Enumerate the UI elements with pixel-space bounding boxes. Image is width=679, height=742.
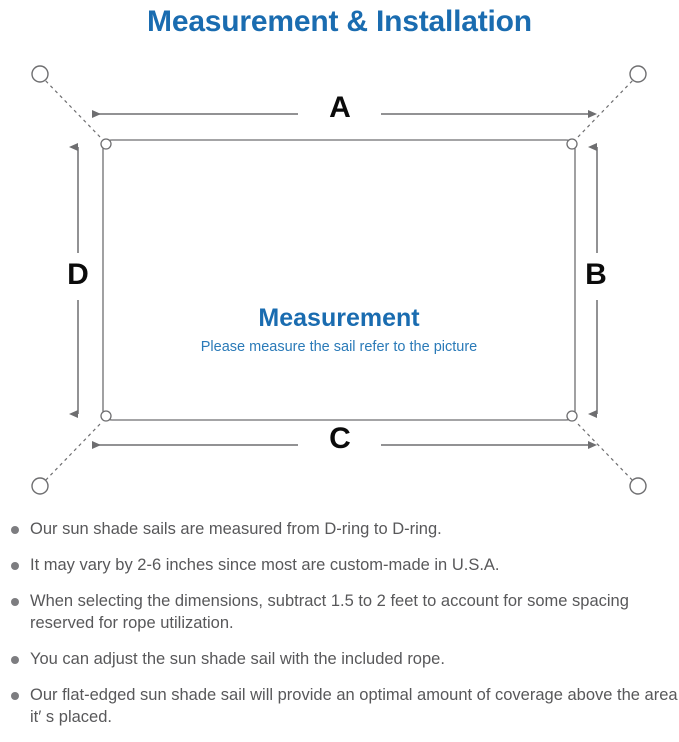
- d-ring-top-right-icon: [566, 138, 578, 150]
- bullet-icon: [11, 526, 19, 534]
- d-rings: [100, 138, 578, 422]
- anchor-point-bottom-left-icon: [31, 477, 49, 495]
- rope-bottom-left: [40, 421, 103, 486]
- note-text: When selecting the dimensions, subtract …: [30, 592, 629, 632]
- bullet-icon: [11, 598, 19, 606]
- diagram-canvas: [31, 65, 647, 495]
- note-text: It may vary by 2-6 inches since most are…: [30, 556, 500, 574]
- notes-list: Our sun shade sails are measured from D-…: [0, 518, 679, 742]
- d-ring-top-left-icon: [100, 138, 112, 150]
- rope-top-right: [575, 75, 638, 140]
- note-item: When selecting the dimensions, subtract …: [0, 590, 679, 634]
- dimension-label-d: D: [67, 258, 89, 291]
- dimension-label-c: C: [329, 422, 351, 455]
- anchor-points: [31, 65, 647, 495]
- note-text: Our sun shade sails are measured from D-…: [30, 520, 442, 538]
- shade-sail-measurement-diagram: A B C D Measurement Please measure the s…: [0, 50, 679, 520]
- dimension-label-b: B: [585, 258, 607, 291]
- anchor-point-bottom-right-icon: [629, 477, 647, 495]
- anchor-point-top-left-icon: [31, 65, 49, 83]
- note-text: Our flat-edged sun shade sail will provi…: [30, 686, 678, 726]
- d-ring-bottom-right-icon: [566, 410, 578, 422]
- note-item: Our flat-edged sun shade sail will provi…: [0, 684, 679, 728]
- rope-lines: [40, 75, 638, 486]
- note-text: You can adjust the sun shade sail with t…: [30, 650, 445, 668]
- dimension-label-a: A: [329, 91, 351, 124]
- note-item: You can adjust the sun shade sail with t…: [0, 648, 679, 670]
- bullet-icon: [11, 562, 19, 570]
- note-item: Our sun shade sails are measured from D-…: [0, 518, 679, 540]
- bullet-icon: [11, 692, 19, 700]
- sail-outline: [102, 139, 576, 421]
- note-item: It may vary by 2-6 inches since most are…: [0, 554, 679, 576]
- rope-top-left: [40, 75, 103, 140]
- rope-bottom-right: [575, 421, 638, 486]
- d-ring-bottom-left-icon: [100, 410, 112, 422]
- anchor-point-top-right-icon: [629, 65, 647, 83]
- page-title: Measurement & Installation: [147, 5, 532, 38]
- bullet-icon: [11, 656, 19, 664]
